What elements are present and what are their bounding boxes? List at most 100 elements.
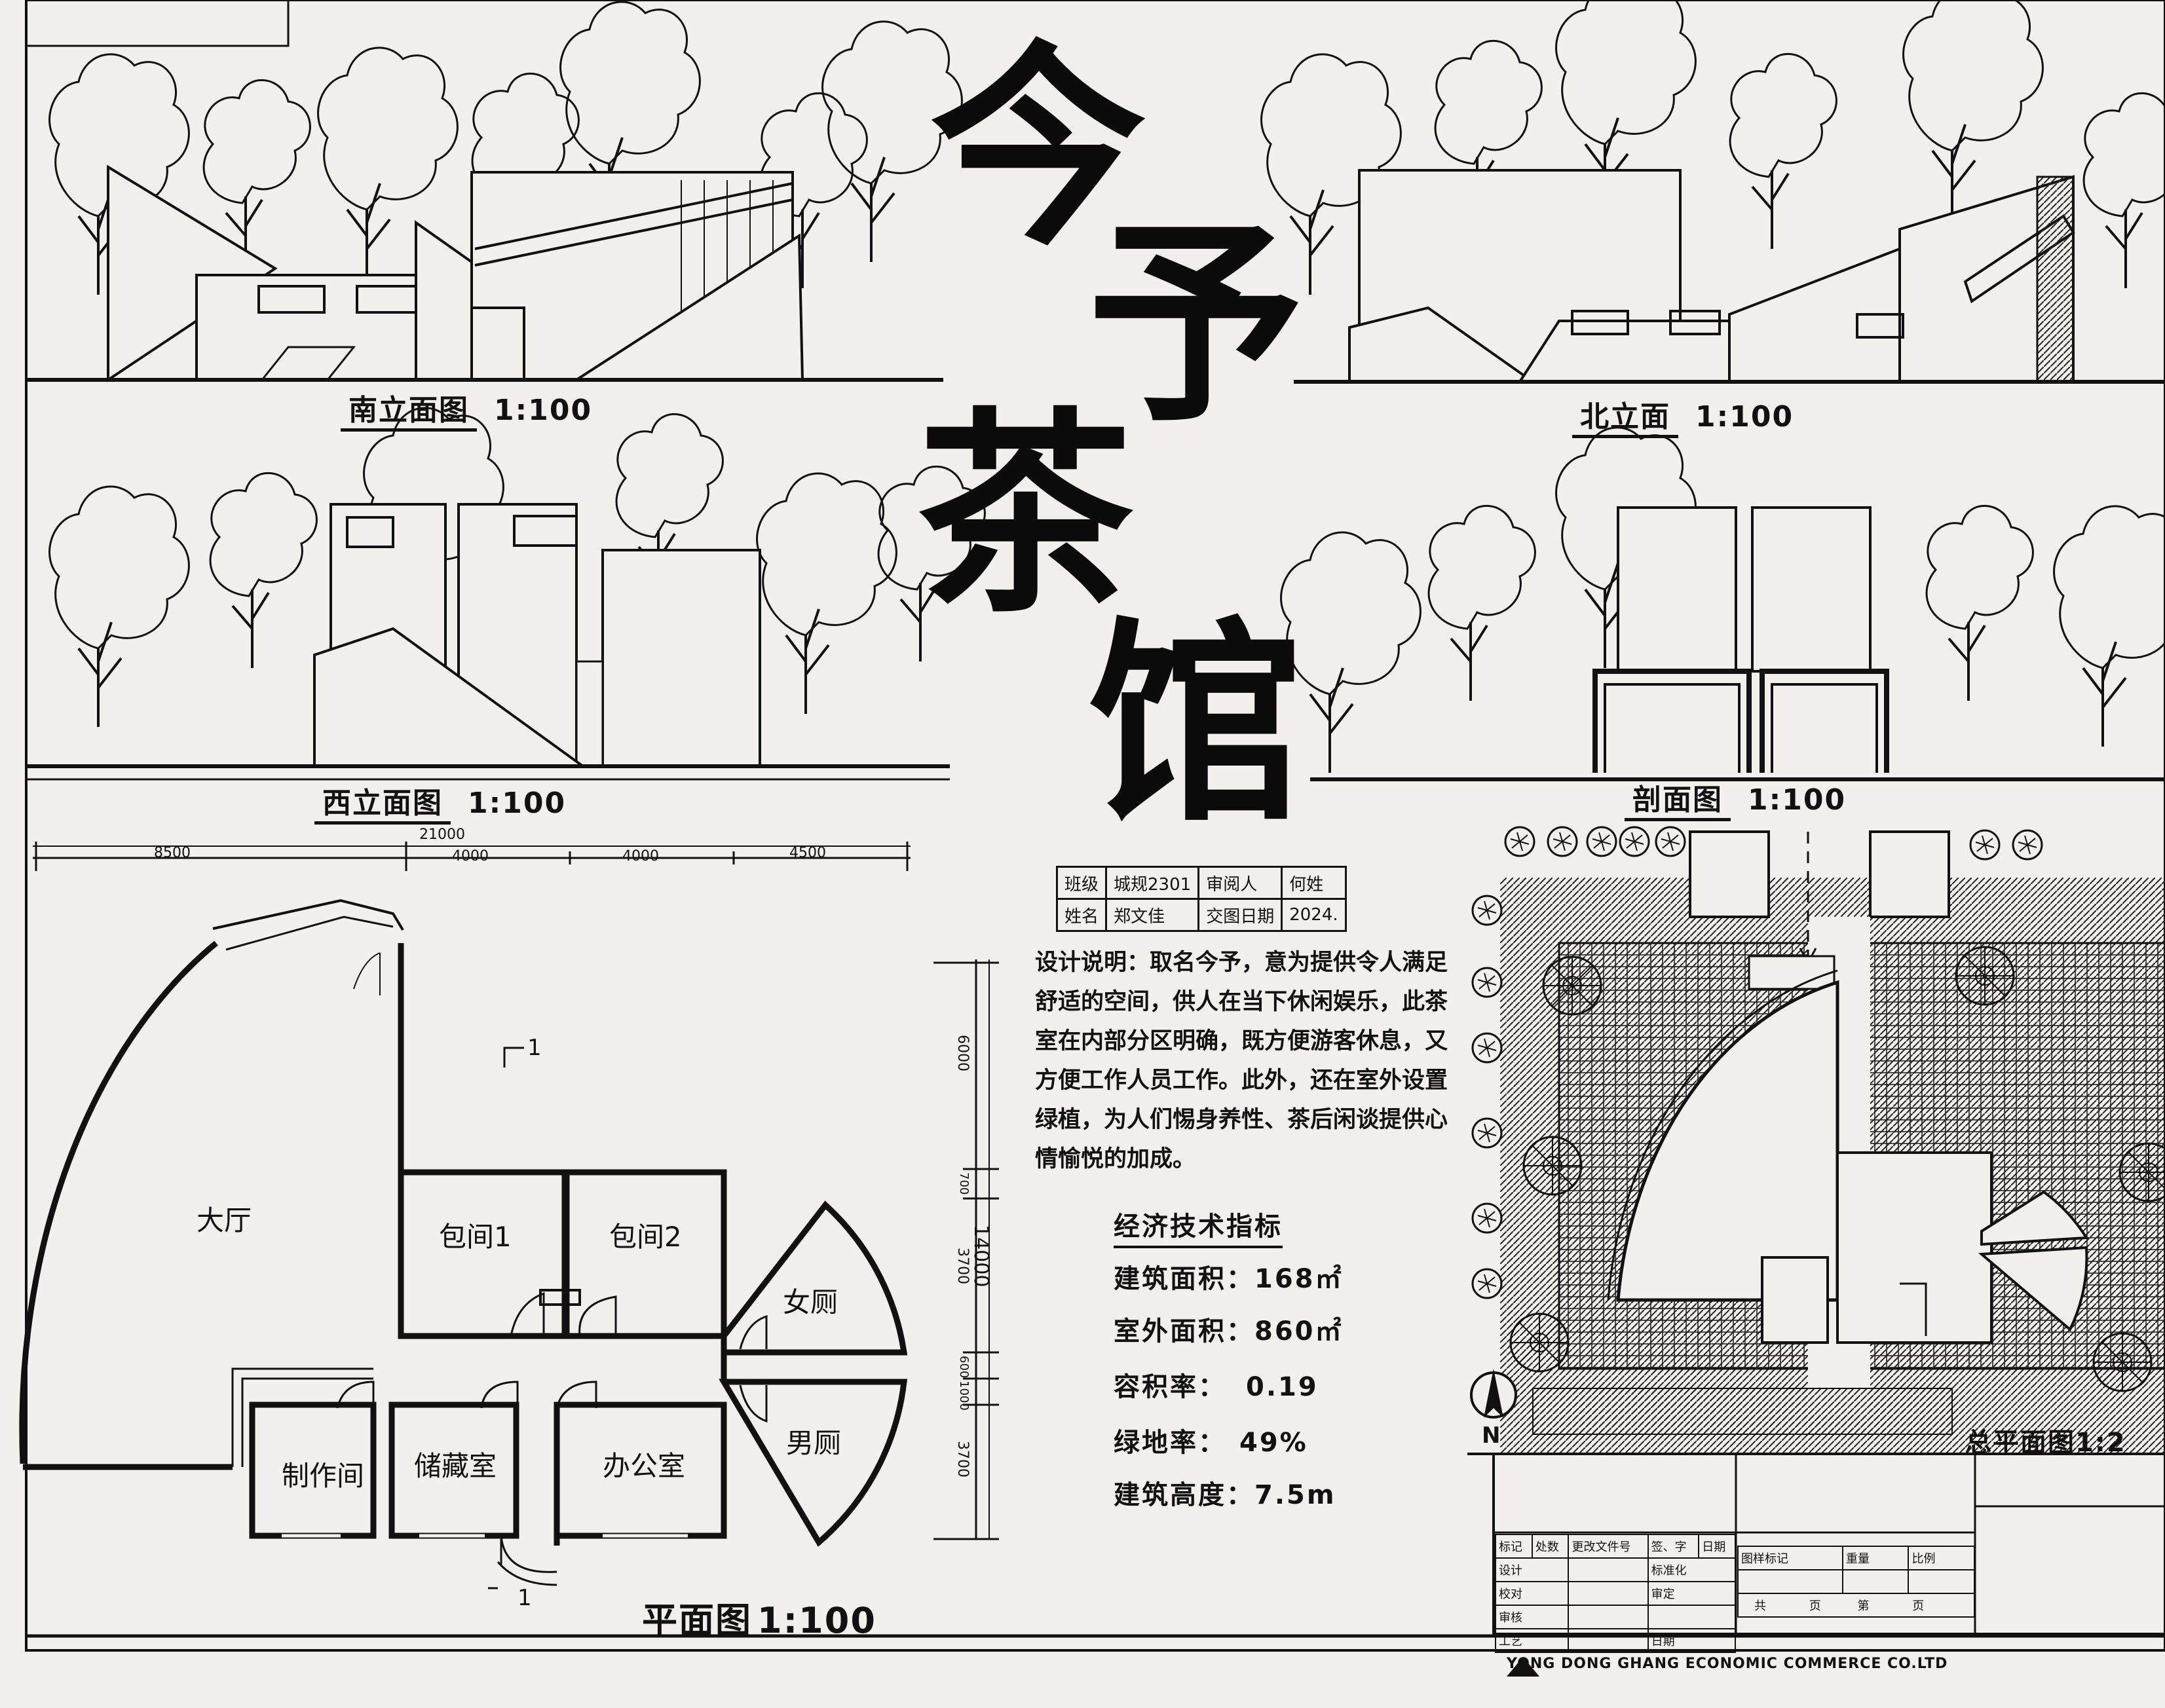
tb-empty bbox=[1568, 1628, 1649, 1653]
dim-h6: 3700 bbox=[954, 1441, 971, 1477]
tb-check: 校对 bbox=[1494, 1581, 1570, 1606]
west-elevation-scale: 1:100 bbox=[468, 787, 567, 820]
indicator-label: 容积率： bbox=[1114, 1372, 1226, 1402]
indicator-value: 0.19 bbox=[1246, 1372, 1319, 1402]
title-char-3: 茶 bbox=[917, 387, 1133, 641]
company-name: YONG DONG GHANG ECONOMIC COMMERCE CO.LTD bbox=[1507, 1656, 1948, 1672]
tb-count: 处数 bbox=[1531, 1534, 1570, 1559]
room-private-2: 包间2 bbox=[609, 1221, 682, 1253]
dim-h1: 6000 bbox=[954, 1035, 971, 1071]
south-elevation-caption: 南立面图 1:100 bbox=[341, 386, 593, 432]
dim-w4: 4500 bbox=[789, 845, 826, 861]
north-elevation-scale: 1:100 bbox=[1695, 400, 1794, 434]
plan-scale: 1:100 bbox=[757, 1600, 876, 1641]
name-label: 姓名 bbox=[1055, 898, 1108, 932]
dim-h5: 1000 bbox=[957, 1381, 971, 1411]
indicator-row: 室外面积：860㎡ bbox=[1114, 1310, 1344, 1348]
tb-total: 共 bbox=[1754, 1599, 1766, 1613]
tb-standard: 标准化 bbox=[1647, 1557, 1737, 1582]
room-men-wc: 男厕 bbox=[786, 1427, 842, 1459]
class-value: 城规2301 bbox=[1105, 866, 1200, 900]
dim-w1: 8500 bbox=[154, 845, 191, 861]
tb-sign: 签、字 bbox=[1647, 1534, 1700, 1559]
north-elevation-caption: 北立面 1:100 bbox=[1572, 393, 1794, 438]
name-value: 郑文佳 bbox=[1105, 898, 1200, 932]
indicator-row: 建筑面积：168㎡ bbox=[1114, 1257, 1344, 1295]
indicator-label: 室外面积： bbox=[1114, 1316, 1254, 1346]
dim-total-height: 14000 bbox=[970, 1225, 992, 1288]
tb-review: 审核 bbox=[1494, 1605, 1570, 1629]
dim-w2: 4000 bbox=[452, 848, 489, 864]
room-women-wc: 女厕 bbox=[783, 1286, 838, 1318]
south-elevation bbox=[26, 0, 964, 382]
site-plan bbox=[1467, 826, 2165, 1455]
indicator-value: 49% bbox=[1239, 1428, 1308, 1458]
indicator-row: 建筑高度：7.5m bbox=[1114, 1474, 1336, 1512]
section-mark-bottom: 1 bbox=[518, 1585, 532, 1611]
tb-ratio: 比例 bbox=[1908, 1546, 1975, 1570]
tb-nth: 第 bbox=[1857, 1599, 1870, 1613]
dim-h3: 3700 bbox=[954, 1248, 971, 1284]
indicator-row: 容积率： 0.19 bbox=[1114, 1365, 1319, 1403]
date-label: 交图日期 bbox=[1197, 898, 1283, 932]
room-hall: 大厅 bbox=[197, 1204, 252, 1236]
tb-date2: 日期 bbox=[1647, 1628, 1737, 1653]
south-elevation-scale: 1:100 bbox=[494, 394, 593, 427]
tb-weight: 重量 bbox=[1841, 1546, 1910, 1570]
design-description: 设计说明：取名今予，意为提供令人满足舒适的空间，供人在当下休闲娱乐，此茶室在内部… bbox=[1035, 950, 1448, 1172]
room-workshop: 制作间 bbox=[282, 1460, 365, 1492]
section-view bbox=[1279, 426, 2165, 781]
tb-approve: 审定 bbox=[1647, 1581, 1737, 1606]
indicator-value: 7.5m bbox=[1254, 1480, 1336, 1510]
tb-page: 页 bbox=[1912, 1599, 1925, 1613]
dim-h2: 700 bbox=[957, 1172, 971, 1195]
room-office: 办公室 bbox=[603, 1450, 686, 1482]
west-elevation-caption: 西立面图 1:100 bbox=[314, 779, 567, 825]
title-char-2: 予 bbox=[1087, 197, 1304, 451]
dim-w3: 4000 bbox=[622, 848, 659, 864]
tb-empty bbox=[1568, 1605, 1649, 1629]
room-private-1: 包间1 bbox=[439, 1221, 512, 1253]
room-storage: 储藏室 bbox=[414, 1450, 497, 1482]
north-label: N bbox=[1482, 1422, 1501, 1449]
indicators-heading: 经济技术指标 bbox=[1114, 1205, 1283, 1248]
indicator-value: 860㎡ bbox=[1254, 1316, 1344, 1346]
tb-design: 设计 bbox=[1494, 1557, 1570, 1582]
tb-drawing-mark: 图样标记 bbox=[1737, 1546, 1843, 1570]
floor-plan bbox=[19, 842, 999, 1589]
indicator-label: 建筑高度： bbox=[1114, 1480, 1254, 1510]
tb-mark: 标记 bbox=[1495, 1534, 1533, 1559]
dim-h4: 600 bbox=[957, 1356, 971, 1379]
indicator-label: 绿地率： bbox=[1114, 1428, 1226, 1458]
tb-empty bbox=[1841, 1569, 1910, 1594]
dim-total-width: 21000 bbox=[419, 826, 465, 843]
north-elevation bbox=[1260, 0, 2165, 384]
indicator-value: 168㎡ bbox=[1254, 1264, 1344, 1294]
indicator-label: 建筑面积： bbox=[1114, 1264, 1254, 1294]
date-value: 2024. bbox=[1281, 898, 1347, 932]
reviewer-value: 何姓 bbox=[1281, 866, 1347, 900]
north-elevation-name: 北立面 bbox=[1572, 400, 1678, 438]
south-elevation-name: 南立面图 bbox=[341, 394, 477, 432]
west-elevation-name: 西立面图 bbox=[314, 787, 451, 825]
tb-date: 日期 bbox=[1698, 1534, 1736, 1559]
west-elevation bbox=[26, 406, 987, 768]
title-char-1: 今 bbox=[930, 20, 1146, 274]
tb-empty bbox=[1568, 1557, 1649, 1582]
site-plan-caption: 总平面图1:2 bbox=[1965, 1428, 2126, 1458]
section-scale: 1:100 bbox=[1748, 783, 1847, 817]
tb-empty bbox=[1647, 1605, 1737, 1629]
tb-change-doc: 更改文件号 bbox=[1568, 1534, 1649, 1559]
tb-sheet-count: 共 页 第 页 bbox=[1737, 1593, 1975, 1618]
title-block-frame bbox=[1492, 1453, 2165, 1677]
section-mark-top: 1 bbox=[527, 1035, 542, 1061]
title-block-left: 标记 处数 更改文件号 签、字 日期 设计 标准化 校对 审定 审核 工艺 日期 bbox=[1494, 1534, 1737, 1653]
tb-process: 工艺 bbox=[1494, 1628, 1570, 1653]
indicator-row: 绿地率： 49% bbox=[1114, 1421, 1308, 1459]
plan-name: 平面图 bbox=[642, 1600, 752, 1641]
class-label: 班级 bbox=[1055, 866, 1108, 900]
